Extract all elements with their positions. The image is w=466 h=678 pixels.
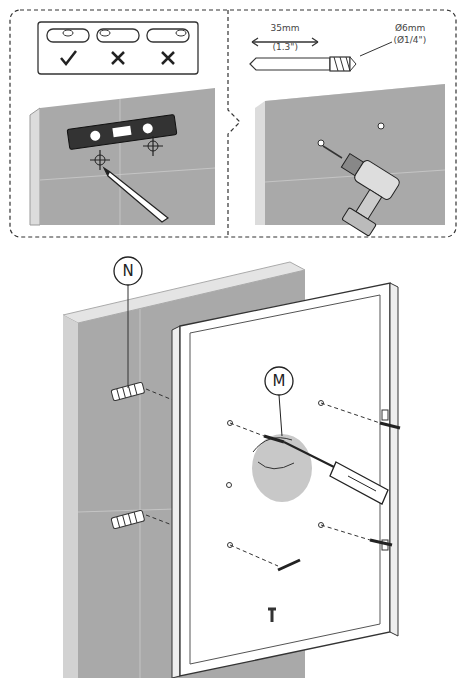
panel-divider (228, 10, 240, 237)
leader-line (279, 395, 282, 436)
level-options (38, 22, 198, 74)
callout-circle (114, 257, 142, 285)
panel-frame (10, 10, 456, 237)
dimension-label: (Ø1/4") (394, 36, 427, 46)
dimension-label: Ø6mm (395, 24, 425, 34)
mount-frame (172, 283, 398, 678)
callout-letter: N (123, 263, 134, 280)
callout-letter: M (273, 373, 286, 390)
screws (230, 403, 400, 570)
dimension-label: 35mm (271, 24, 300, 34)
drill-bit (250, 38, 392, 71)
screwdriver (284, 442, 388, 504)
wall-drill (255, 84, 445, 236)
callout-circle (265, 367, 293, 395)
wall-plugs (111, 285, 180, 529)
dimension-label: (1.3") (273, 43, 298, 53)
wall-level (30, 88, 215, 225)
